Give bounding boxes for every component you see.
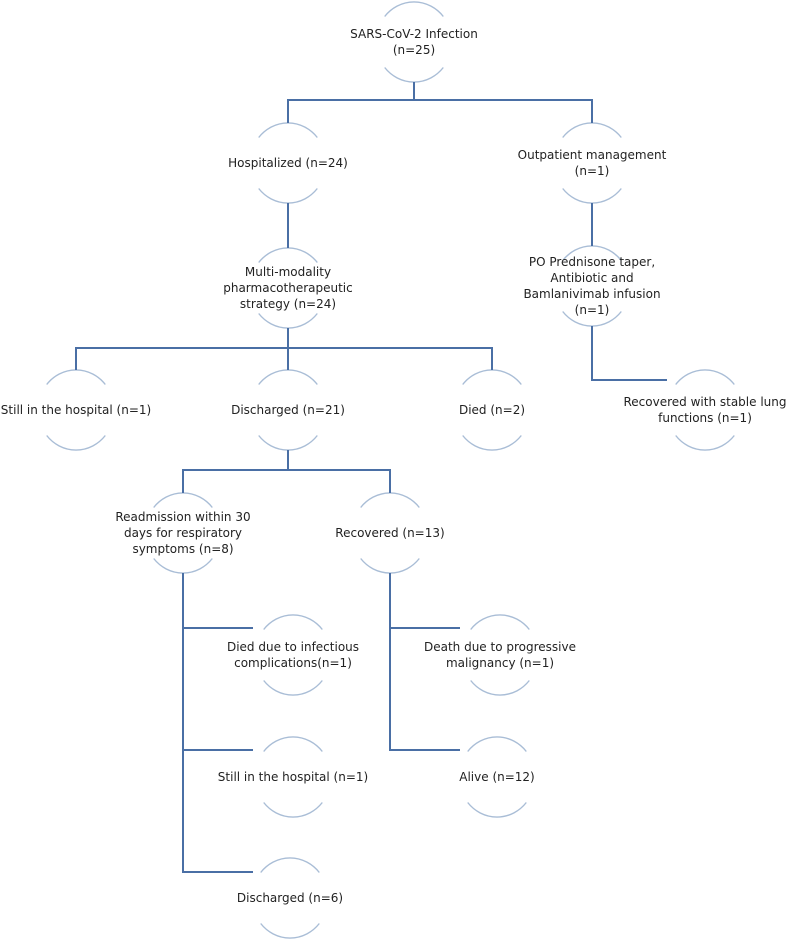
node-arc-top <box>263 614 323 630</box>
node-labels: SARS-CoV-2 Infection (n=25) Hospitalized (… <box>1 27 787 905</box>
node-label-line: (n=1) <box>575 303 610 317</box>
connector-line <box>591 326 667 381</box>
node-arc-top <box>470 614 530 630</box>
node-arc-top <box>384 1 444 17</box>
node-arc-top <box>562 122 622 138</box>
node-label-line: Bamlanivimab infusion <box>523 287 660 301</box>
node-label-line: Died due to infectious <box>227 640 359 654</box>
node-arc-top <box>462 369 522 385</box>
node-arc-top <box>258 247 318 263</box>
connector-line <box>287 82 415 123</box>
node-arc-top <box>153 492 213 508</box>
node-death-malignancy: Death due to progressive malignancy (n=1) <box>424 640 576 670</box>
node-label-line: Antibiotic and <box>550 271 633 285</box>
node-label-line: Multi-modality <box>245 265 331 279</box>
node-label-line: pharmacotherapeutic <box>223 281 353 295</box>
node-infection: SARS-CoV-2 Infection (n=25) <box>350 27 478 57</box>
node-recovered-13: Recovered (n=13) <box>335 526 444 540</box>
node-label-line: Recovered with stable lung <box>624 395 787 409</box>
node-arc-bottom <box>360 558 420 574</box>
node-arc-bottom <box>260 923 320 939</box>
node-discharged-21: Discharged (n=21) <box>231 403 345 417</box>
node-arc-bottom <box>384 67 444 83</box>
node-arc-bottom <box>258 435 318 451</box>
node-arc-bottom <box>153 558 213 574</box>
node-arc-bottom <box>675 435 735 451</box>
node-label-line: (n=25) <box>393 43 435 57</box>
connector-line <box>414 99 593 123</box>
connector-line <box>288 469 391 493</box>
node-label-line: Died (n=2) <box>459 403 525 417</box>
node-label-line: complications(n=1) <box>234 656 352 670</box>
connector-line <box>389 573 460 751</box>
node-still-hospital-2: Still in the hospital (n=1) <box>218 770 368 784</box>
node-arc-bottom <box>467 802 527 818</box>
node-readmission: Readmission within 30 days for respirator… <box>115 510 250 556</box>
connector-line <box>182 573 253 873</box>
node-label-line: Discharged (n=21) <box>231 403 345 417</box>
node-label-line: Alive (n=12) <box>459 770 534 784</box>
node-label-line: days for respiratory <box>124 526 242 540</box>
node-arc-top <box>258 122 318 138</box>
node-label-line: Readmission within 30 <box>115 510 250 524</box>
node-outpatient: Outpatient management (n=1) <box>518 148 667 178</box>
node-label-line: malignancy (n=1) <box>446 656 554 670</box>
node-arc-top <box>263 736 323 752</box>
node-label-line: Outpatient management <box>518 148 667 162</box>
node-still-hospital-1: Still in the hospital (n=1) <box>1 403 151 417</box>
node-label-line: SARS-CoV-2 Infection <box>350 27 478 41</box>
node-multimodality: Multi-modality pharmacotherapeutic strateg… <box>223 265 353 311</box>
node-label-line: Death due to progressive <box>424 640 576 654</box>
node-arc-bottom <box>258 188 318 204</box>
connector-line <box>288 347 493 370</box>
node-arc-bottom <box>470 680 530 696</box>
node-discharged-6: Discharged (n=6) <box>237 891 343 905</box>
node-arc-bottom <box>462 435 522 451</box>
node-label-line: (n=1) <box>575 164 610 178</box>
node-arc-bottom <box>258 313 318 329</box>
node-arc-top <box>258 369 318 385</box>
node-label-line: Discharged (n=6) <box>237 891 343 905</box>
node-arc-top <box>675 369 735 385</box>
node-arc-bottom <box>263 680 323 696</box>
node-arc-top <box>467 736 527 752</box>
node-label-line: Still in the hospital (n=1) <box>1 403 151 417</box>
node-arc-top <box>260 857 320 873</box>
node-arc-top <box>360 492 420 508</box>
node-died-2: Died (n=2) <box>459 403 525 417</box>
connector-line <box>182 450 289 493</box>
node-label-line: functions (n=1) <box>658 411 752 425</box>
node-hospitalized: Hospitalized (n=24) <box>228 156 348 170</box>
node-label-line: Hospitalized (n=24) <box>228 156 348 170</box>
node-label-line: symptoms (n=8) <box>132 542 233 556</box>
node-arc-bottom <box>562 188 622 204</box>
node-arc-bottom <box>263 802 323 818</box>
node-label-line: Recovered (n=13) <box>335 526 444 540</box>
node-label-line: strategy (n=24) <box>240 297 336 311</box>
node-arc-bottom <box>46 435 106 451</box>
connectors <box>75 82 667 873</box>
connector-line <box>75 328 289 370</box>
node-label-line: PO Prednisone taper, <box>529 255 655 269</box>
node-label-line: Still in the hospital (n=1) <box>218 770 368 784</box>
node-died-infectious: Died due to infectious complications(n=1) <box>227 640 359 670</box>
node-recovered-stable: Recovered with stable lung functions (n=1… <box>624 395 787 425</box>
node-arc-top <box>46 369 106 385</box>
node-alive-12: Alive (n=12) <box>459 770 534 784</box>
